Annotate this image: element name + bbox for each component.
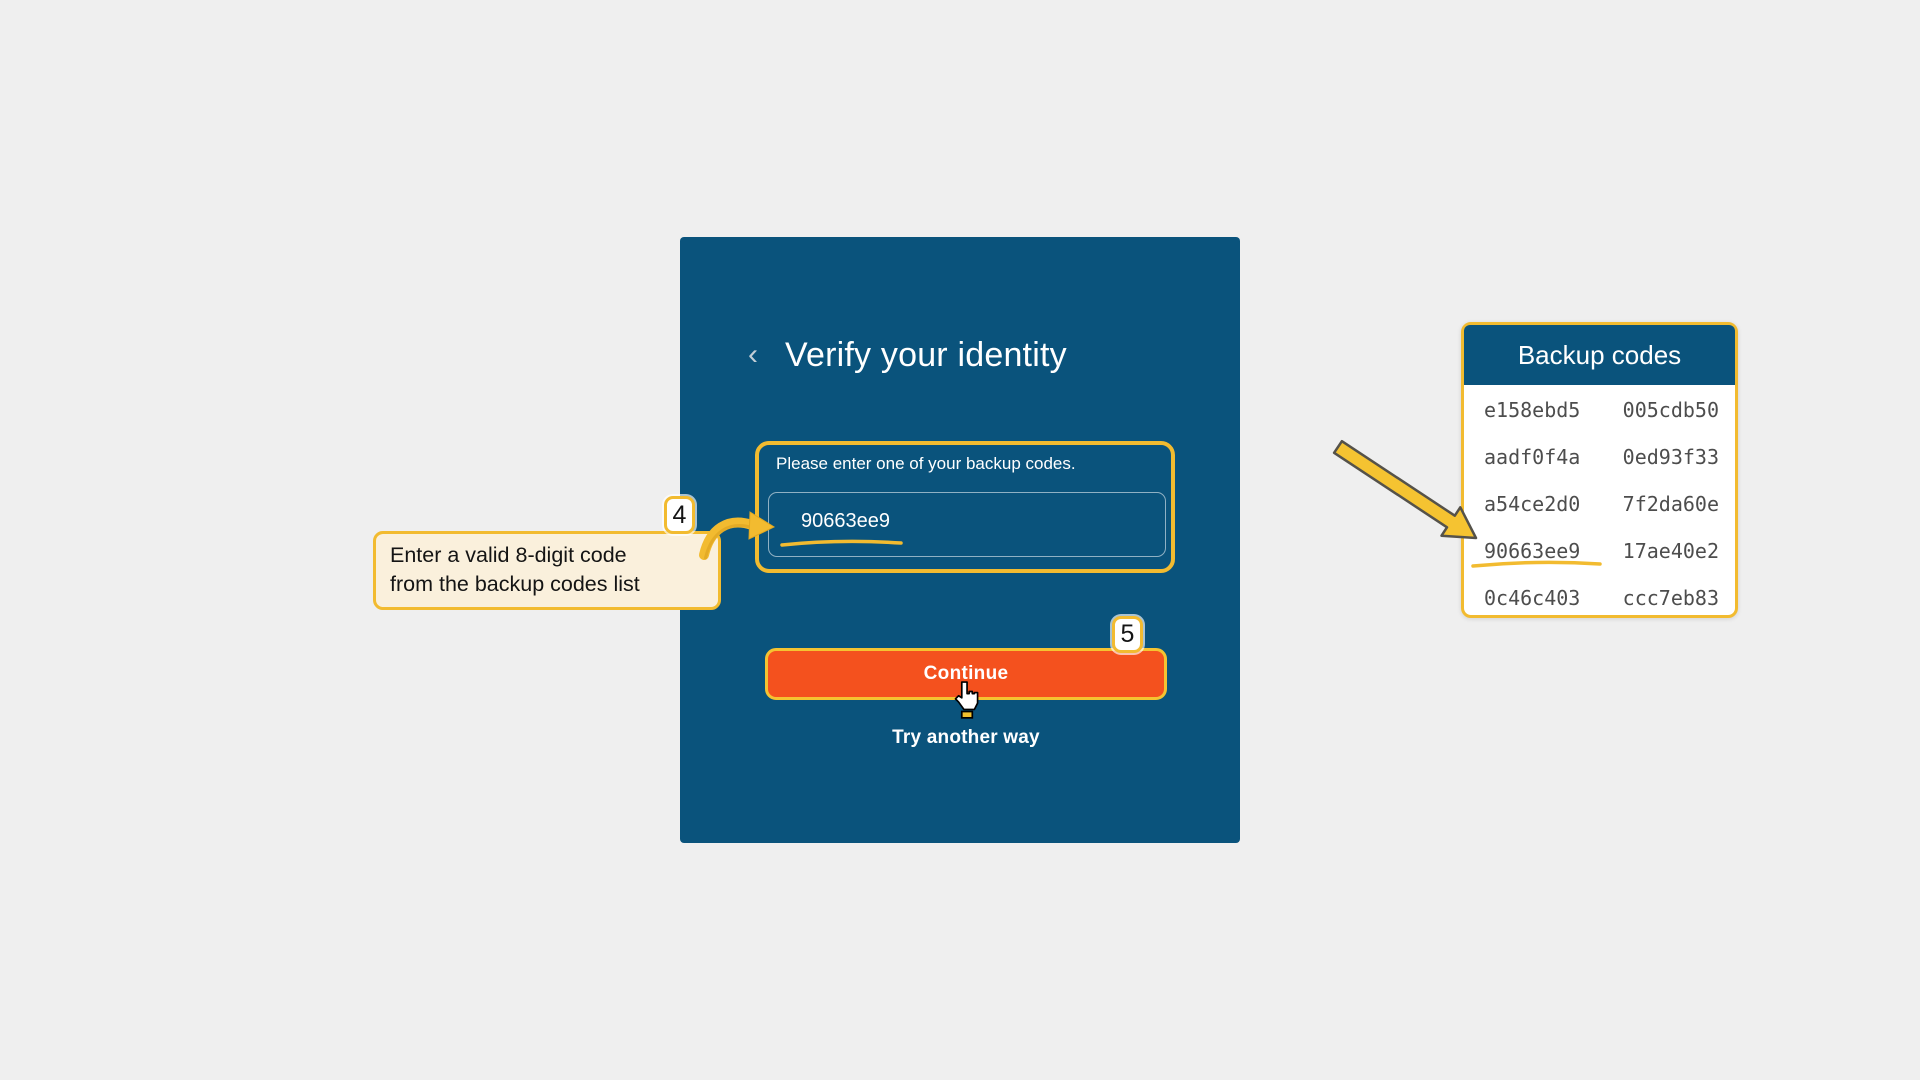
backup-code: 17ae40e2 — [1622, 538, 1719, 563]
try-another-way-link[interactable]: Try another way — [892, 727, 1040, 748]
backup-code: 0c46c403 — [1484, 585, 1581, 610]
backup-codes-panel: Backup codes e158ebd5 005cdb50 aadf0f4a … — [1461, 322, 1738, 618]
backup-code-row-highlighted: 90663ee9 17ae40e2 — [1464, 527, 1735, 574]
page-title: Verify your identity — [785, 335, 1067, 374]
verify-identity-card: ‹ Verify your identity Please enter one … — [680, 237, 1240, 843]
backup-code-input[interactable] — [768, 492, 1166, 557]
backup-code-input-label: Please enter one of your backup codes. — [776, 454, 1076, 473]
card-title-row: ‹ Verify your identity — [680, 333, 1240, 377]
backup-code-section-highlight: Please enter one of your backup codes. — [755, 441, 1175, 573]
backup-code: a54ce2d0 — [1484, 491, 1581, 516]
back-chevron-icon[interactable]: ‹ — [748, 338, 758, 371]
tooltip-line-2: from the backup codes list — [390, 571, 640, 596]
backup-code-row: aadf0f4a 0ed93f33 — [1464, 433, 1735, 480]
continue-button[interactable]: Continue — [765, 648, 1167, 700]
backup-codes-list: e158ebd5 005cdb50 aadf0f4a 0ed93f33 a54c… — [1464, 386, 1735, 621]
backup-code-highlighted: 90663ee9 — [1484, 538, 1581, 563]
backup-code: 0ed93f33 — [1622, 444, 1719, 469]
tooltip-backup-code-hint: Enter a valid 8-digit code from the back… — [373, 531, 721, 611]
step-5-badge: 5 — [1112, 616, 1143, 653]
tooltip-line-1: Enter a valid 8-digit code — [390, 543, 627, 567]
backup-codes-panel-title: Backup codes — [1464, 325, 1735, 385]
backup-code: 005cdb50 — [1622, 397, 1719, 422]
backup-code: aadf0f4a — [1484, 444, 1581, 469]
step-4-badge: 4 — [664, 496, 695, 534]
backup-code: e158ebd5 — [1484, 397, 1581, 422]
backup-code: 7f2da60e — [1622, 491, 1719, 516]
backup-code-row: 0c46c403 ccc7eb83 — [1464, 574, 1735, 621]
backup-code: ccc7eb83 — [1622, 585, 1719, 610]
backup-code-row: a54ce2d0 7f2da60e — [1464, 480, 1735, 527]
backup-code-row: e158ebd5 005cdb50 — [1464, 386, 1735, 433]
